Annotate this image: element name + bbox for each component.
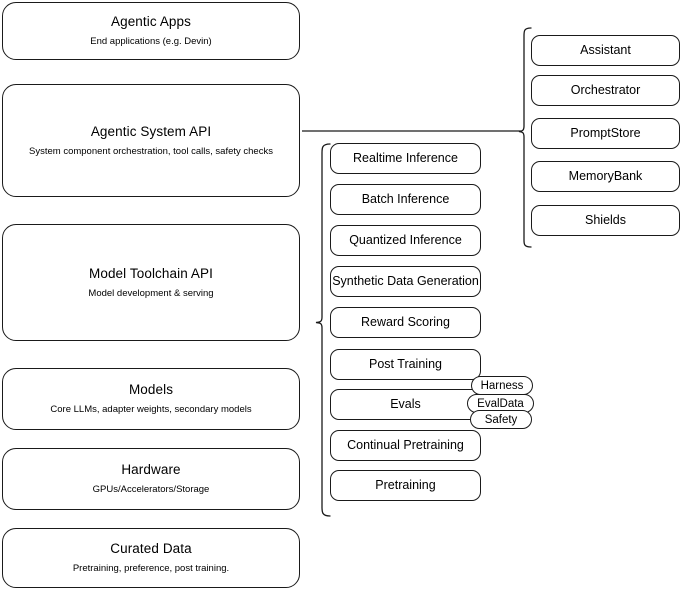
- eval-subcomponent-safety[interactable]: Safety: [470, 410, 532, 429]
- layer-agentic-apps[interactable]: Agentic Apps End applications (e.g. Devi…: [2, 2, 300, 60]
- layer-title: Agentic Apps: [110, 14, 191, 30]
- capability-pretraining[interactable]: Pretraining: [330, 470, 481, 501]
- brace-toolchain-capabilities: [315, 143, 331, 517]
- system-component-orchestrator[interactable]: Orchestrator: [531, 75, 680, 106]
- capability-batch-inference[interactable]: Batch Inference: [330, 184, 481, 215]
- layer-title: Curated Data: [110, 541, 192, 557]
- capability-label: Pretraining: [375, 477, 436, 492]
- capability-label: Realtime Inference: [353, 150, 458, 165]
- system-component-label: Assistant: [580, 42, 631, 57]
- brace-system-components: [518, 27, 532, 248]
- capability-realtime-inference[interactable]: Realtime Inference: [330, 143, 481, 174]
- layer-subtitle: System component orchestration, tool cal…: [29, 145, 273, 157]
- capability-label: Synthetic Data Generation: [332, 273, 479, 288]
- capability-evals[interactable]: Evals: [330, 389, 481, 420]
- capability-label: Quantized Inference: [349, 232, 462, 247]
- eval-subcomponent-harness[interactable]: Harness: [471, 376, 533, 395]
- layer-title: Hardware: [121, 462, 181, 478]
- layer-title: Agentic System API: [90, 123, 212, 139]
- capability-label: Batch Inference: [361, 191, 450, 206]
- system-component-label: PromptStore: [570, 125, 641, 140]
- system-component-label: MemoryBank: [568, 168, 643, 183]
- layer-title: Models: [128, 382, 174, 398]
- eval-subcomponent-label: EvalData: [477, 397, 524, 410]
- capability-quantized-inference[interactable]: Quantized Inference: [330, 225, 481, 256]
- layer-subtitle: Pretraining, preference, post training.: [72, 563, 230, 574]
- eval-subcomponent-label: Harness: [480, 379, 524, 392]
- system-component-label: Orchestrator: [570, 82, 641, 97]
- layer-subtitle: GPUs/Accelerators/Storage: [92, 484, 210, 495]
- capability-reward-scoring[interactable]: Reward Scoring: [330, 307, 481, 338]
- layer-subtitle: Model development & serving: [88, 287, 214, 299]
- system-component-memorybank[interactable]: MemoryBank: [531, 161, 680, 192]
- system-component-assistant[interactable]: Assistant: [531, 35, 680, 66]
- eval-subcomponent-label: Safety: [484, 413, 518, 426]
- system-component-promptstore[interactable]: PromptStore: [531, 118, 680, 149]
- capability-label: Evals: [390, 396, 421, 411]
- layer-subtitle: Core LLMs, adapter weights, secondary mo…: [50, 404, 252, 415]
- layer-subtitle: End applications (e.g. Devin): [90, 36, 212, 47]
- capability-synthetic-data-generation[interactable]: Synthetic Data Generation: [330, 266, 481, 297]
- capability-label: Continual Pretraining: [347, 437, 464, 452]
- capability-post-training[interactable]: Post Training: [330, 349, 481, 380]
- system-component-label: Shields: [585, 212, 626, 227]
- layer-agentic-system-api[interactable]: Agentic System API System component orch…: [2, 84, 300, 197]
- capability-label: Reward Scoring: [361, 314, 450, 329]
- system-component-shields[interactable]: Shields: [531, 205, 680, 236]
- layer-model-toolchain-api[interactable]: Model Toolchain API Model development & …: [2, 224, 300, 341]
- layer-curated-data[interactable]: Curated Data Pretraining, preference, po…: [2, 528, 300, 588]
- layer-title: Model Toolchain API: [89, 265, 213, 281]
- layer-models[interactable]: Models Core LLMs, adapter weights, secon…: [2, 368, 300, 430]
- layer-hardware[interactable]: Hardware GPUs/Accelerators/Storage: [2, 448, 300, 510]
- capability-continual-pretraining[interactable]: Continual Pretraining: [330, 430, 481, 461]
- capability-label: Post Training: [369, 356, 442, 371]
